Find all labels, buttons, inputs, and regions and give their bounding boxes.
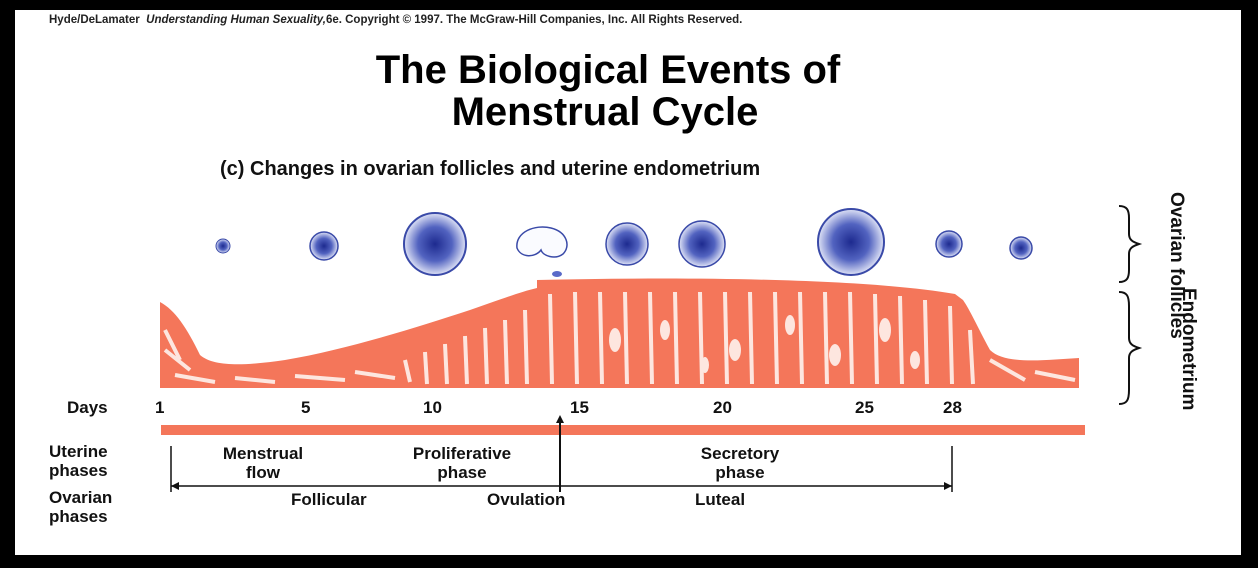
follicle-day-1: [216, 239, 230, 253]
day-tick: 28: [943, 398, 962, 418]
corpus-luteum-early: [606, 223, 648, 265]
corpus-luteum-regressing: [936, 231, 962, 257]
day-tick: 1: [155, 398, 164, 418]
ruptured-follicle: [517, 227, 567, 257]
ovarian-follicles: [216, 209, 1032, 277]
day-tick: 20: [713, 398, 732, 418]
ovulation-marker-arrow: [556, 415, 564, 423]
endometrium-layer: [160, 279, 1079, 388]
day-tick: 5: [301, 398, 310, 418]
day-tick: 10: [423, 398, 442, 418]
endometrium-label: Endometrium: [1177, 288, 1199, 410]
follicle-day-5: [310, 232, 338, 260]
uterine-phases-row-label: Uterine phases: [49, 442, 108, 480]
figure-panel: Hyde/DeLamater Understanding Human Sexua…: [15, 10, 1241, 555]
day-tick: 15: [570, 398, 589, 418]
ovulation-phase: Ovulation: [487, 490, 565, 509]
released-ovum: [552, 271, 562, 277]
corpus-luteum-growing: [679, 221, 725, 267]
days-axis-label: Days: [67, 398, 108, 418]
corpus-luteum-mature: [818, 209, 884, 275]
corpus-albicans: [1010, 237, 1032, 259]
secretory-phase: Secretory phase: [655, 444, 825, 482]
day-tick: 25: [855, 398, 874, 418]
cycle-timeline-bar: [161, 425, 1085, 435]
proliferative-phase: Proliferative phase: [367, 444, 557, 482]
luteal-phase: Luteal: [695, 490, 745, 509]
ovarian-phases-row-label: Ovarian phases: [49, 488, 112, 526]
ovarian-follicles-brace: [1119, 206, 1139, 282]
follicle-day-10: [404, 213, 466, 275]
follicular-phase: Follicular: [291, 490, 367, 509]
endometrium-brace: [1119, 292, 1139, 404]
menstrual-flow-phase: Menstrual flow: [183, 444, 343, 482]
